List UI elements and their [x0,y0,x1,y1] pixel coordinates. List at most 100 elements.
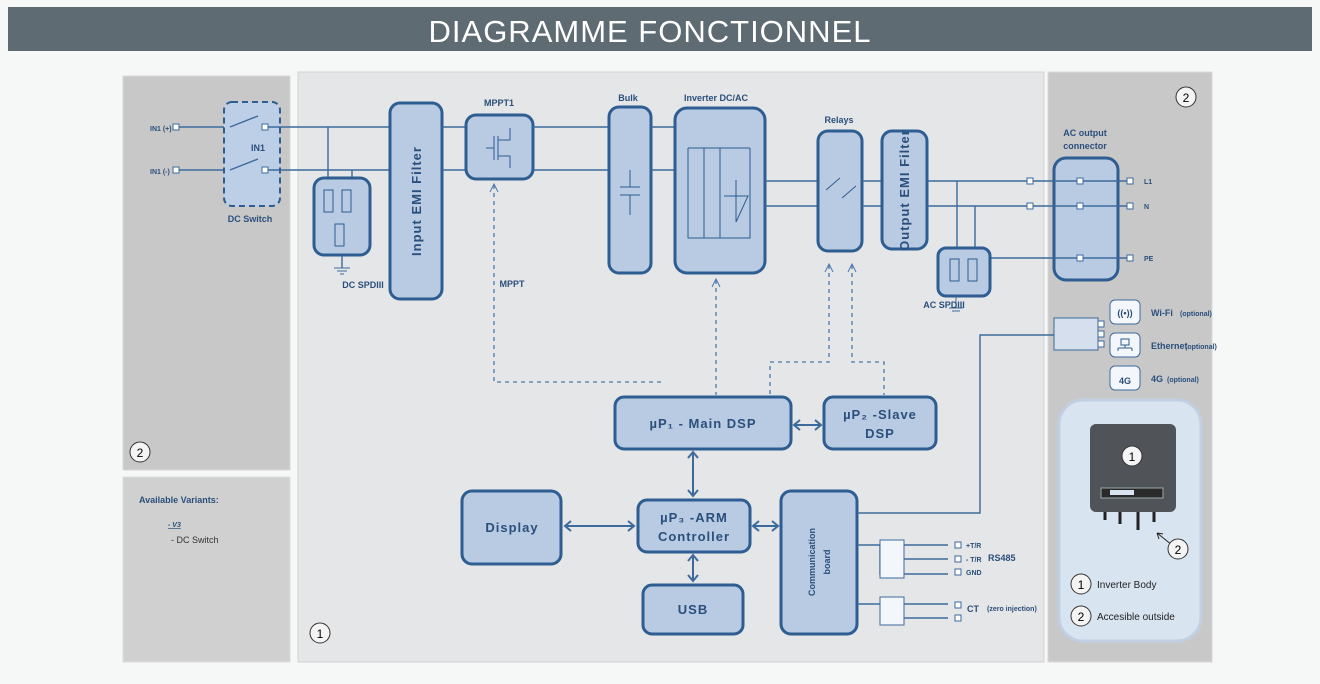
arm-label-2: Controller [658,529,730,544]
ac-spd-label: AC SPDIII [923,300,965,310]
legend-accessible-outside: Accesible outside [1097,612,1175,623]
ac-spd-block [936,246,992,298]
output-pe: PE [1144,256,1154,263]
in1-neg-label: IN1 (-) [150,169,170,176]
ac-output-label-2: connector [1063,141,1107,151]
input-wires [179,126,230,171]
svg-text:2: 2 [137,446,144,460]
rs485-label: RS485 [988,553,1016,563]
inverter-label: Inverter DC/AC [684,93,749,103]
marker-2-right [1175,86,1197,108]
inverter-body-image [1090,424,1176,512]
relays-label: Relays [824,115,853,125]
in1-pos-label: IN1 (+) [150,126,172,133]
slave-dsp-label-2: DSP [865,426,895,441]
svg-text:2: 2 [1183,91,1190,105]
display-block [460,489,563,566]
comm-board-label-2: board [822,549,832,574]
svg-text:2: 2 [1078,610,1085,624]
main-dsp-label: µP₁ - Main DSP [649,416,756,431]
comm-to-connectivity-wire [857,334,1054,514]
legend-inverter-body: Inverter Body [1097,580,1156,591]
wifi-icon [1109,299,1141,325]
marker-1-main [309,622,331,644]
dc-switch-label: DC Switch [228,214,273,224]
switch-in1-label: IN1 [251,143,265,153]
ethernet-note: (optional) [1185,344,1217,351]
svg-text:2: 2 [1175,543,1182,557]
ct-wires [857,603,948,619]
capacitor-icon [620,170,640,215]
legend-marker-2 [1070,605,1092,627]
4g-label: 4G [1151,374,1163,384]
bulk-capacitor-block [607,105,653,275]
ct-label: CT [967,604,979,614]
main-dsp-block [613,395,793,451]
variants-panel [122,476,291,663]
page-title: DIAGRAMME FONCTIONNEL [429,14,872,49]
svg-text:1: 1 [1129,450,1136,464]
dc-switch-box [223,101,281,207]
ground-icon [334,267,350,275]
usb-label: USB [678,602,708,617]
rs485-pin-1: +T/R [966,543,981,550]
connectivity-port [1053,317,1099,351]
legend-marker-1 [1070,573,1092,595]
in1-pos-terminal [172,123,180,131]
arm-usb-arrow [687,553,699,583]
svg-text:((•)): ((•)) [1117,308,1132,318]
transistor-icon [486,128,511,168]
svg-text:4G: 4G [1119,376,1131,386]
4g-icon [1109,365,1141,391]
marker-2-inverter [1167,538,1189,560]
control-signal-lines [493,185,885,395]
dc-bus-wires [268,126,390,171]
in1-neg-terminal [172,166,180,174]
comm-board-label-1: Communication [807,528,817,596]
dsp-arm-arrow [687,450,699,498]
wifi-label: Wi-Fi [1151,308,1173,318]
switch-contacts [229,115,259,171]
header-bar [8,7,1312,51]
svg-text:1: 1 [1078,578,1085,592]
4g-note: (optional) [1167,377,1199,384]
usb-block [641,583,745,636]
slave-dsp-label-1: µP₂ -Slave [843,407,917,422]
variant-v3: - V3 [168,522,181,529]
wifi-note: (optional) [1180,311,1212,318]
input-emi-filter-block [388,101,444,301]
svg-text:1: 1 [317,627,324,641]
dc-spd-block [312,176,372,257]
output-l1: L1 [1144,179,1152,186]
output-emi-filter-label: Output EMI Filter [897,129,912,251]
display-label: Display [485,520,538,535]
ct-note: (zero injection) [987,606,1037,613]
dsp-link-arrow [792,419,823,431]
dc-spd-label: DC SPDIII [342,280,384,290]
ac-ground-icon [949,296,963,312]
ethernet-label: Ethernet [1151,341,1188,351]
mppt1-label: MPPT1 [484,98,514,108]
output-n: N [1144,204,1149,211]
input-emi-filter-label: Input EMI Filter [409,146,424,256]
rs485-pin-3: GND [966,570,982,577]
display-arm-arrow [563,520,636,532]
arm-label-1: µP₃ -ARM [660,510,728,525]
ac-output-label-1: AC output [1063,128,1106,138]
rs485-pin-2: - T/R [966,557,982,564]
mppt-label: MPPT [499,279,525,289]
bridge-circuit-icon [687,147,751,239]
relay-contacts-icon [825,177,857,199]
variants-heading: Available Variants: [139,495,219,505]
relays-block [816,129,864,253]
marker-1-inverter [1121,445,1143,467]
slave-dsp-block [822,395,938,451]
output-wires [927,180,1054,259]
arm-controller-block [636,498,752,554]
marker-2-left [129,441,151,463]
variant-dc-switch: - DC Switch [171,535,219,545]
communication-board-block [779,489,859,636]
control-arrowheads [489,182,857,288]
